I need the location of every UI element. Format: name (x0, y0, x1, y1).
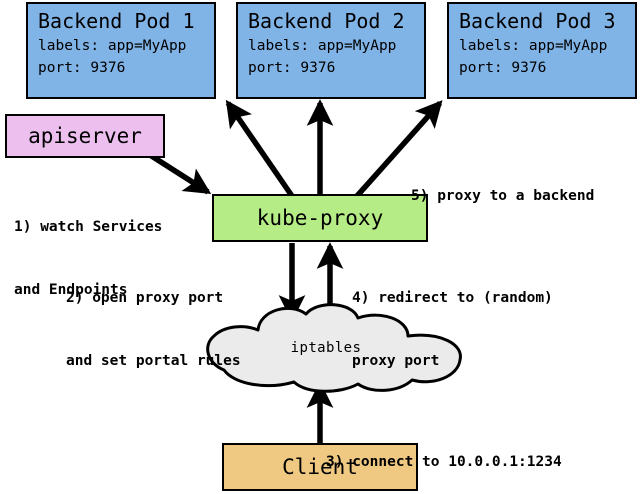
client-label: Client (282, 455, 358, 479)
step-2-label: 2) open proxy port and set portal rules (66, 246, 241, 414)
apiserver-box[interactable]: apiserver (5, 114, 165, 158)
iptables-label: iptables (290, 340, 362, 356)
step-4-line-1: 4) redirect to (random) (352, 290, 553, 306)
backend-pod-2-labels: labels: app=MyApp (248, 38, 397, 54)
backend-pod-2-box[interactable]: Backend Pod 2 labels: app=MyApp port: 93… (236, 2, 426, 99)
step-2-line-2: and set portal rules (66, 353, 241, 369)
step-5-label: 5) proxy to a backend (411, 144, 594, 249)
kube-proxy-label: kube-proxy (256, 206, 384, 230)
step-5-line-1: 5) proxy to a backend (411, 188, 595, 204)
step-1-line-2: and Endpoints (14, 282, 128, 298)
iptables-cloud-shape (206, 303, 462, 393)
backend-pod-3-title: Backend Pod 3 (459, 9, 616, 33)
backend-pod-1-title: Backend Pod 1 (38, 9, 195, 33)
edge-kube-proxy-to-backend-pod-1 (225, 99, 295, 198)
backend-pod-3-box[interactable]: Backend Pod 3 labels: app=MyApp port: 93… (447, 2, 637, 99)
backend-pod-1-labels: labels: app=MyApp (38, 38, 187, 54)
backend-pod-1-box[interactable]: Backend Pod 1 labels: app=MyApp port: 93… (26, 2, 216, 99)
step-2-line-1: 2) open proxy port (66, 290, 224, 306)
iptables-cloud[interactable]: iptables (186, 302, 466, 394)
step-1-label: 1) watch Services and Endpoints (14, 175, 162, 343)
step-1-line-1: 1) watch Services (14, 219, 163, 235)
step-3-label: 3) connect to 10.0.0.1:1234 (326, 410, 562, 494)
kube-proxy-box[interactable]: kube-proxy (212, 194, 428, 242)
backend-pod-2-title: Backend Pod 2 (248, 9, 405, 33)
backend-pod-2-port: port: 9376 (248, 60, 336, 76)
backend-pod-3-labels: labels: app=MyApp (459, 38, 608, 54)
step-3-line-1: 3) connect to 10.0.0.1:1234 (326, 454, 562, 470)
step-4-label: 4) redirect to (random) proxy port (352, 246, 553, 414)
backend-pod-3-port: port: 9376 (459, 60, 547, 76)
backend-pod-1-port: port: 9376 (38, 60, 126, 76)
apiserver-label: apiserver (28, 124, 142, 148)
client-box[interactable]: Client (222, 443, 418, 491)
step-4-line-2: proxy port (352, 353, 440, 369)
